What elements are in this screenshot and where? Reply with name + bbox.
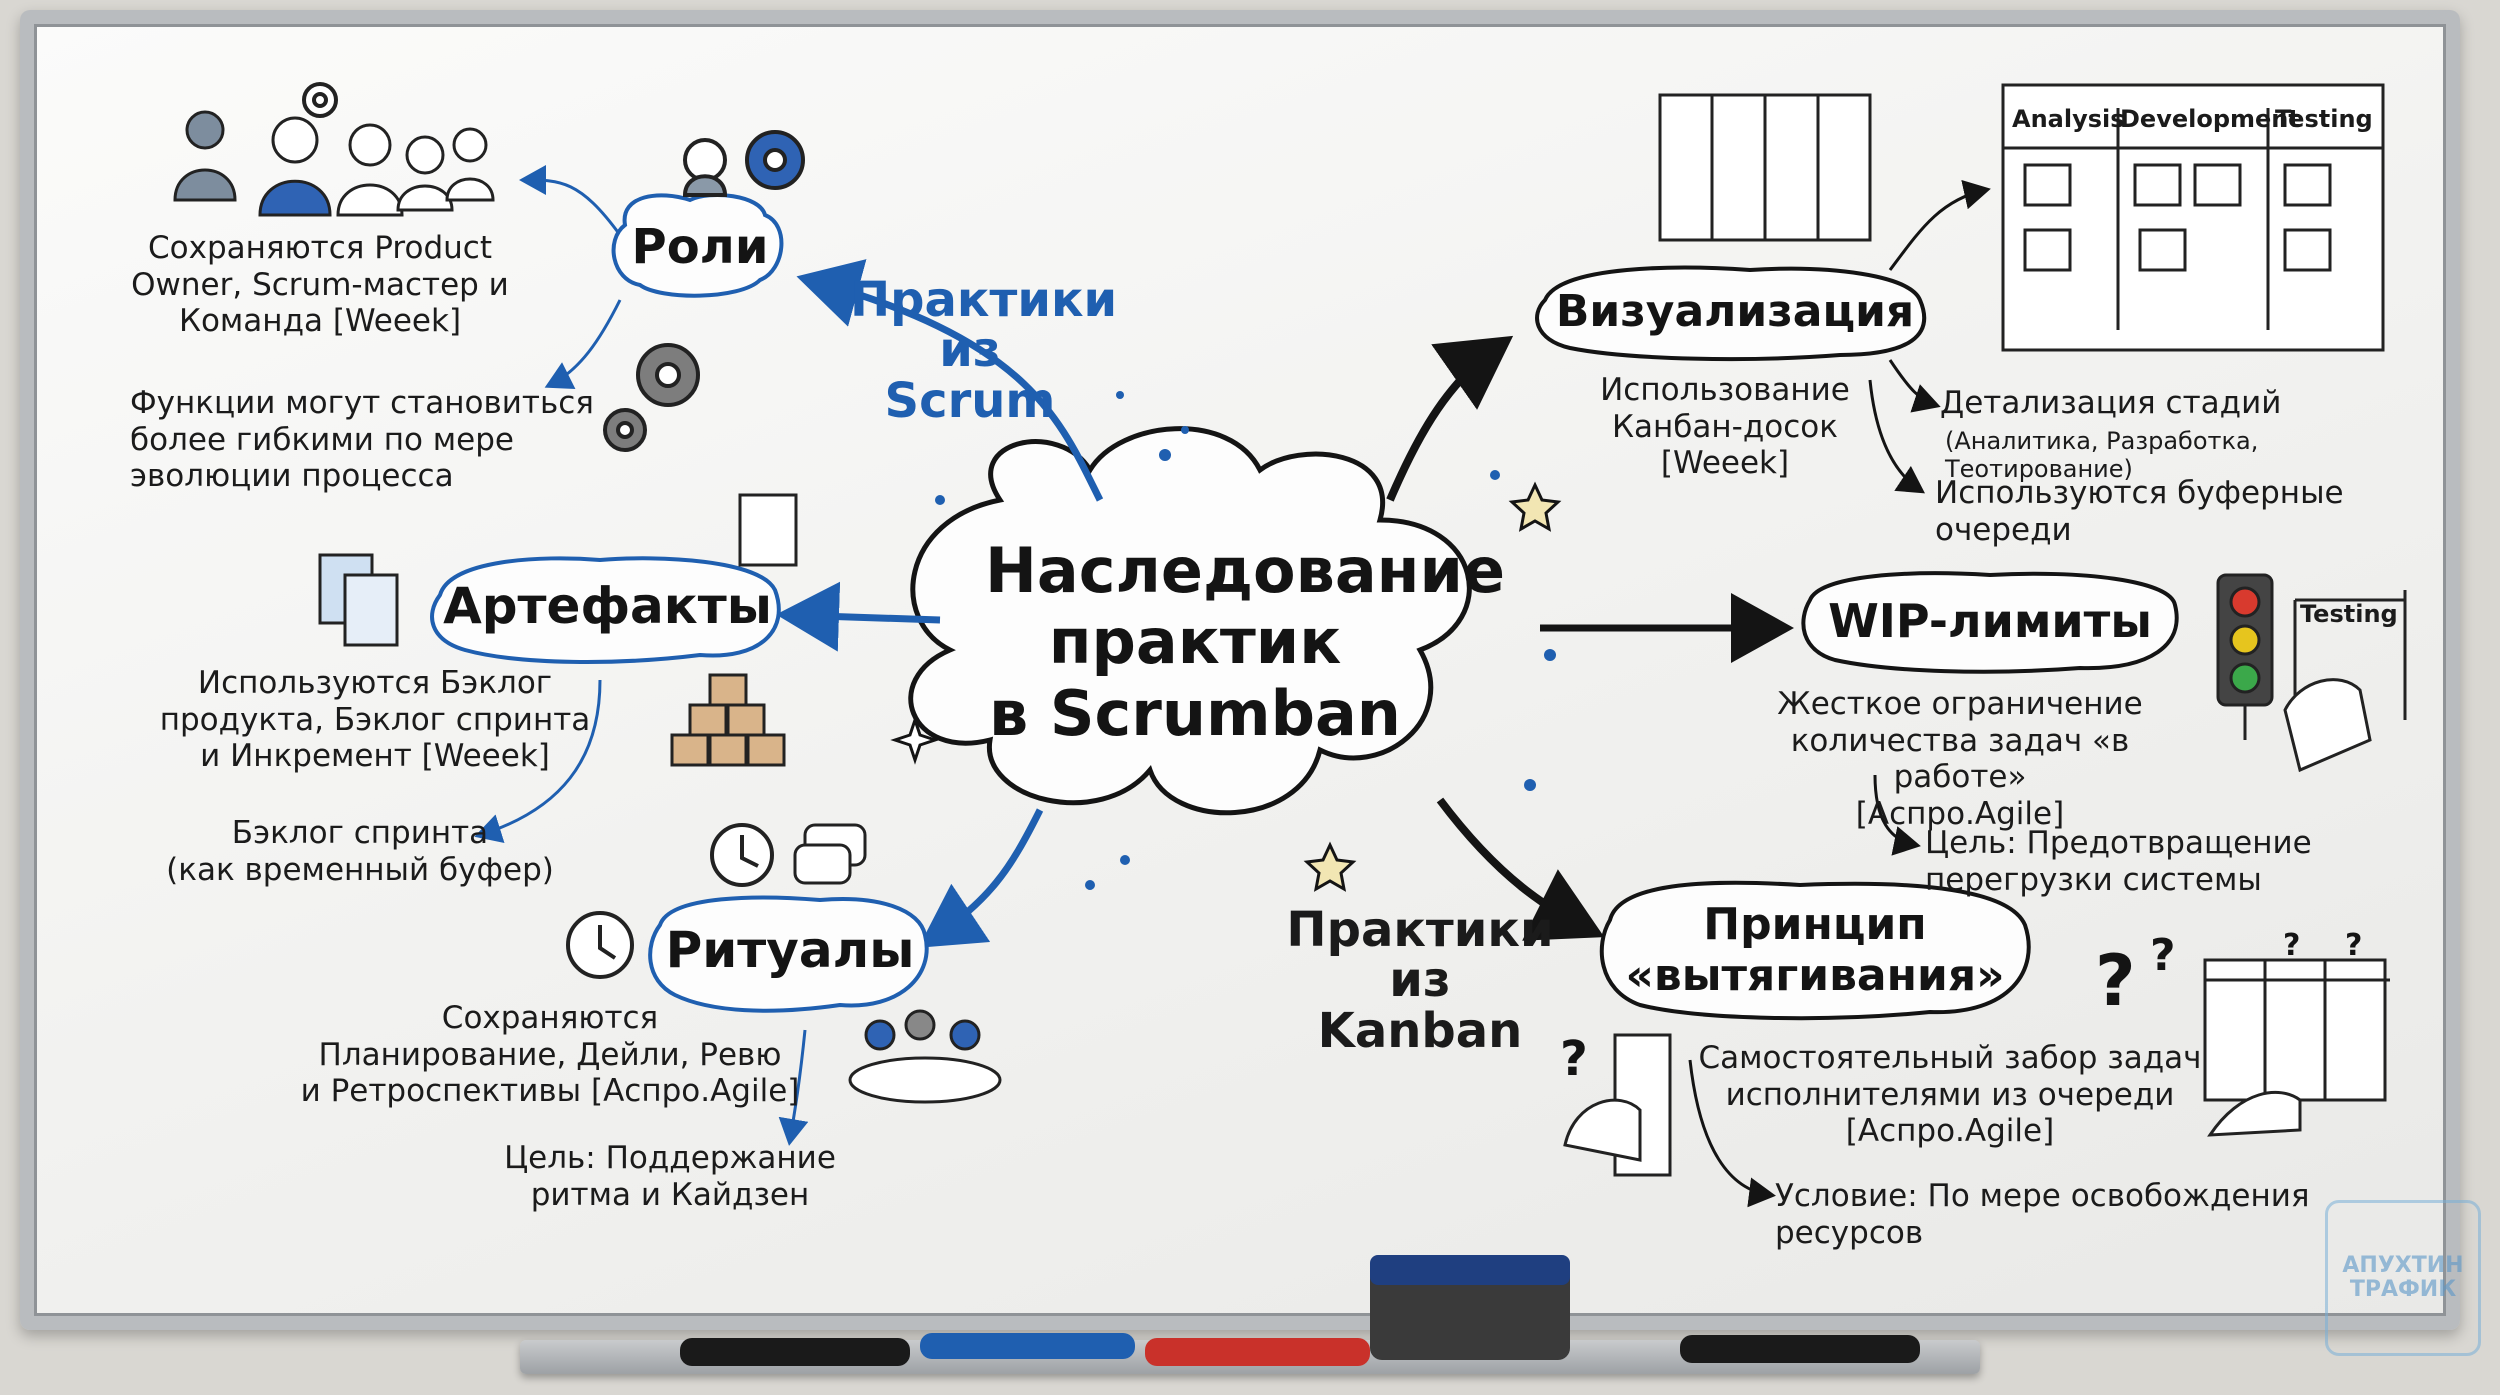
kanban-branch-label: Практики из Kanban [1286, 902, 1554, 1059]
visualization-bubble [1535, 265, 1927, 362]
board-col-testing: Testing [2275, 105, 2373, 133]
rituals-text-2: Цель: Поддержание ритма и Кайдзен [504, 1140, 836, 1213]
watermark-logo: АПУХТИН ТРАФИК [2325, 1200, 2481, 1356]
watermark-line-1: АПУХТИН [2342, 1252, 2464, 1278]
artifacts-text-2: Бэклог спринта (как временный буфер) [166, 815, 554, 888]
question-icon: ?? ? ?? [1560, 928, 2362, 1087]
wip-text-2: Цель: Предотвращение перегрузки системы [1925, 825, 2312, 898]
svg-text:?: ? [2095, 940, 2136, 1022]
roles-text-2: Функции могут становиться более гибкими … [130, 385, 594, 495]
svg-text:?: ? [2345, 928, 2362, 963]
wip-column-label: Testing [2300, 600, 2398, 628]
gear-icon [302, 82, 805, 452]
visualization-text-2-sub: (Аналитика, Разработка, Теотирование) [1945, 427, 2259, 484]
rituals-bubble [648, 895, 929, 1013]
decoration-dots [935, 391, 1556, 890]
svg-text:?: ? [2283, 928, 2300, 963]
artifacts-bubble [430, 556, 781, 664]
svg-text:?: ? [1560, 1031, 1588, 1087]
visualization-text-3: Используются буферные очереди [1935, 475, 2344, 548]
visualization-text-2: Детализация стадий [1940, 385, 2282, 421]
eraser [1370, 1255, 1570, 1360]
kanban-board-icon [1613, 83, 2390, 1177]
roles-bubble [611, 193, 784, 298]
clock-icon [566, 823, 774, 979]
board-col-development: Development [2120, 105, 2300, 133]
star-icon [890, 481, 1562, 892]
pull-text-1: Самостоятельный забор задач исполнителям… [1698, 1040, 2202, 1150]
rituals-title: Ритуалы [665, 921, 915, 979]
scrum-branch-label: Практики из Scrum [850, 272, 1118, 429]
pull-bubble [1599, 880, 2031, 1021]
people-icon [173, 110, 495, 217]
wip-title: WIP-лимиты [1828, 594, 2152, 648]
svg-text:?: ? [2150, 930, 2176, 981]
meeting-icon [848, 1009, 1002, 1104]
chat-icon [793, 823, 867, 885]
visualization-title: Визуализация [1555, 286, 1915, 337]
artifacts-text-1: Используются Бэклог продукта, Бэклог спр… [159, 665, 591, 775]
boxes-icon [670, 673, 786, 767]
pull-text-2: Условие: По мере освобождения ресурсов [1775, 1178, 2310, 1251]
center-title: Наследование практик в Scrumban [985, 534, 1506, 750]
pull-title: Принцип «вытягивания» [1625, 899, 2005, 1001]
roles-title: Роли [631, 219, 769, 275]
watermark-line-2: ТРАФИК [2349, 1277, 2457, 1302]
visualization-text-1: Использование Канбан-досок [Weeek] [1600, 372, 1850, 482]
artifacts-title: Артефакты [443, 577, 772, 635]
rituals-text-1: Сохраняются Планирование, Дейли, Ревю и … [300, 1000, 800, 1110]
wip-bubble [1801, 571, 2179, 674]
markers [680, 1333, 1920, 1366]
board-col-analysis: Analysis [2012, 105, 2125, 133]
roles-text-1: Сохраняются Product Owner, Scrum-мастер … [131, 230, 509, 340]
wip-text-1: Жесткое ограничение количества задач «в … [1777, 686, 2143, 832]
hand-icon [1563, 678, 2372, 1162]
document-icon [318, 493, 798, 647]
